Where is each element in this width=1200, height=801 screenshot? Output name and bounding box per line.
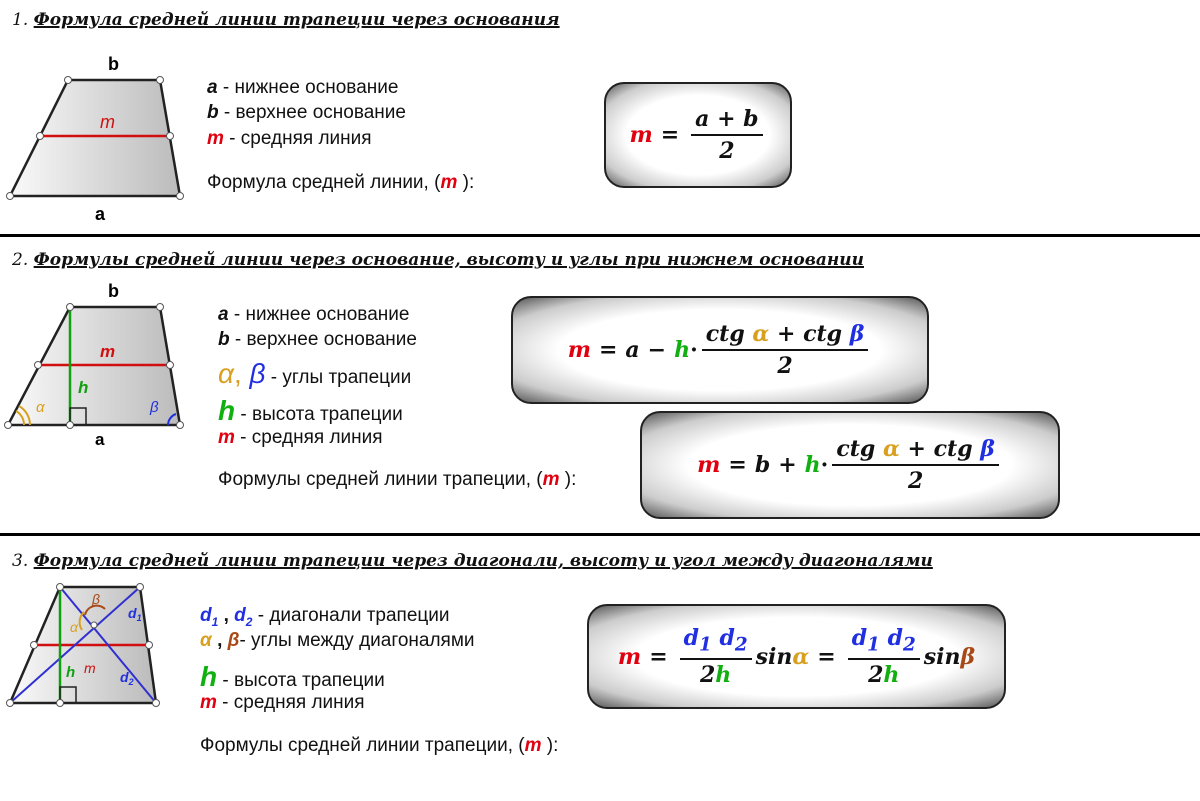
svg-text:α: α — [70, 619, 79, 635]
legend-b: b - верхнее основание — [218, 329, 417, 350]
section-3-title: 3. Формула средней линии трапеции через … — [12, 551, 933, 571]
svg-text:β: β — [91, 591, 100, 607]
svg-text:b: b — [108, 281, 119, 301]
svg-text:h: h — [66, 664, 75, 681]
legend-h: h - высота трапеции — [218, 395, 403, 426]
section-divider — [0, 533, 1200, 536]
section-heading: Формула средней линии трапеции через осн… — [33, 10, 560, 30]
section-number: 1. — [12, 10, 29, 30]
label-m: m — [100, 112, 115, 132]
formula-caption: Формула средней линии, (m ): — [207, 172, 475, 193]
svg-text:m: m — [84, 660, 96, 676]
formula-caption: Формулы средней линии трапеции, (m ): — [218, 469, 577, 490]
legend-h: h - высота трапеции — [200, 661, 385, 692]
legend-a: a - нижнее основание — [207, 77, 399, 98]
section-1-title: 1. Формула средней линии трапеции через … — [12, 10, 560, 30]
formula-caption: Формулы средней линии трапеции, (m ): — [200, 735, 559, 756]
trapezoid-diagram-1: b m a — [6, 54, 184, 224]
trapezoid-diagram-2: b m h α β a — [4, 281, 184, 449]
legend-a: a - нижнее основание — [218, 304, 410, 325]
svg-text:h: h — [78, 378, 88, 397]
legend-m: m - средняя линия — [207, 128, 372, 149]
svg-text:β: β — [149, 399, 159, 416]
svg-text:a: a — [95, 430, 105, 449]
svg-text:m: m — [100, 342, 115, 361]
trapezoid-diagram-3: β α m h d1 d2 — [6, 583, 160, 707]
legend-diagonals: d1 , d2 - диагонали трапеции — [200, 605, 450, 629]
legend-angles: α , β- углы между диагоналями — [200, 630, 475, 651]
svg-text:α: α — [36, 399, 45, 416]
legend-angles: α, β - углы трапеции — [218, 358, 412, 389]
legend-m: m - средняя линия — [218, 427, 383, 448]
section-divider — [0, 234, 1200, 237]
legend-b: b - верхнее основание — [207, 102, 406, 123]
label-a: a — [95, 204, 106, 224]
label-b: b — [108, 54, 119, 74]
legend-m: m - средняя линия — [200, 692, 365, 713]
section-2-title: 2. Формулы средней линии через основание… — [12, 250, 865, 270]
